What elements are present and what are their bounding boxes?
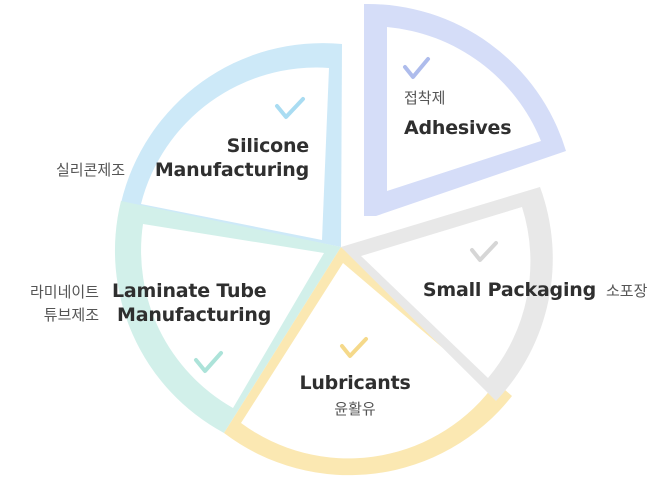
laminate-label-en-line2: Manufacturing <box>117 304 272 326</box>
small-packaging-label-ko: 소포장 <box>606 282 648 300</box>
adhesives-label-en: Adhesives <box>404 117 512 139</box>
lubricants-label-ko: 윤활유 <box>334 400 376 418</box>
segment-lubricants-inner <box>241 263 491 459</box>
laminate-label-en-line1: Laminate Tube <box>112 280 267 302</box>
check-icon <box>275 97 305 119</box>
segment-silicone <box>121 43 342 247</box>
check-icon <box>194 351 223 373</box>
segment-lubricants <box>224 247 512 476</box>
silicone-label-ko: 실리콘제조 <box>56 161 126 179</box>
small-packaging-label-en: Small Packaging <box>422 279 596 301</box>
check-icon <box>403 57 430 79</box>
laminate-label-ko-line1: 라미네이트 <box>29 283 99 301</box>
silicone-label-en-line1: Silicone <box>226 135 310 157</box>
check-icon <box>340 337 368 358</box>
segment-laminate-inner <box>141 224 324 408</box>
segment-laminate <box>114 201 342 433</box>
adhesives-label-ko: 접착제 <box>404 89 446 107</box>
segment-adhesives <box>364 3 566 217</box>
segment-small-packaging <box>341 187 553 401</box>
segment-adhesives-inner <box>387 27 541 191</box>
silicone-label-en-line2: Manufacturing <box>154 159 309 181</box>
check-icon <box>470 241 498 262</box>
lubricants-label-en: Lubricants <box>299 372 411 394</box>
laminate-label-ko-line2: 튜브제조 <box>43 306 99 324</box>
